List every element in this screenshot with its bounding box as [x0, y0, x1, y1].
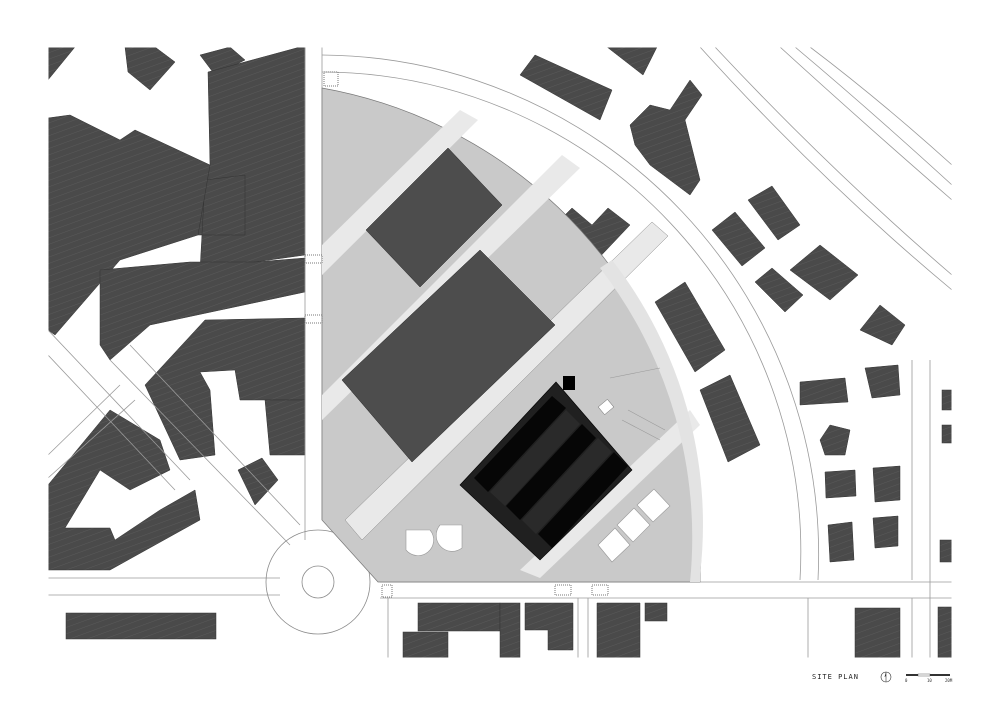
north-arrow-icon — [880, 671, 892, 683]
scale-label-10: 10 — [927, 678, 932, 683]
crosswalks — [304, 71, 609, 598]
project-site — [321, 87, 703, 583]
scale-label-0: 0 — [905, 678, 908, 683]
scale-label-20: 20M — [945, 678, 953, 683]
street-lines — [48, 47, 952, 658]
sports-court — [405, 524, 463, 556]
drawing-title: SITE PLAN — [812, 673, 859, 681]
parking-area — [597, 488, 671, 563]
scale-bar: 0 10 20M — [905, 673, 953, 683]
roundabout — [265, 529, 371, 635]
project-building — [459, 376, 633, 561]
